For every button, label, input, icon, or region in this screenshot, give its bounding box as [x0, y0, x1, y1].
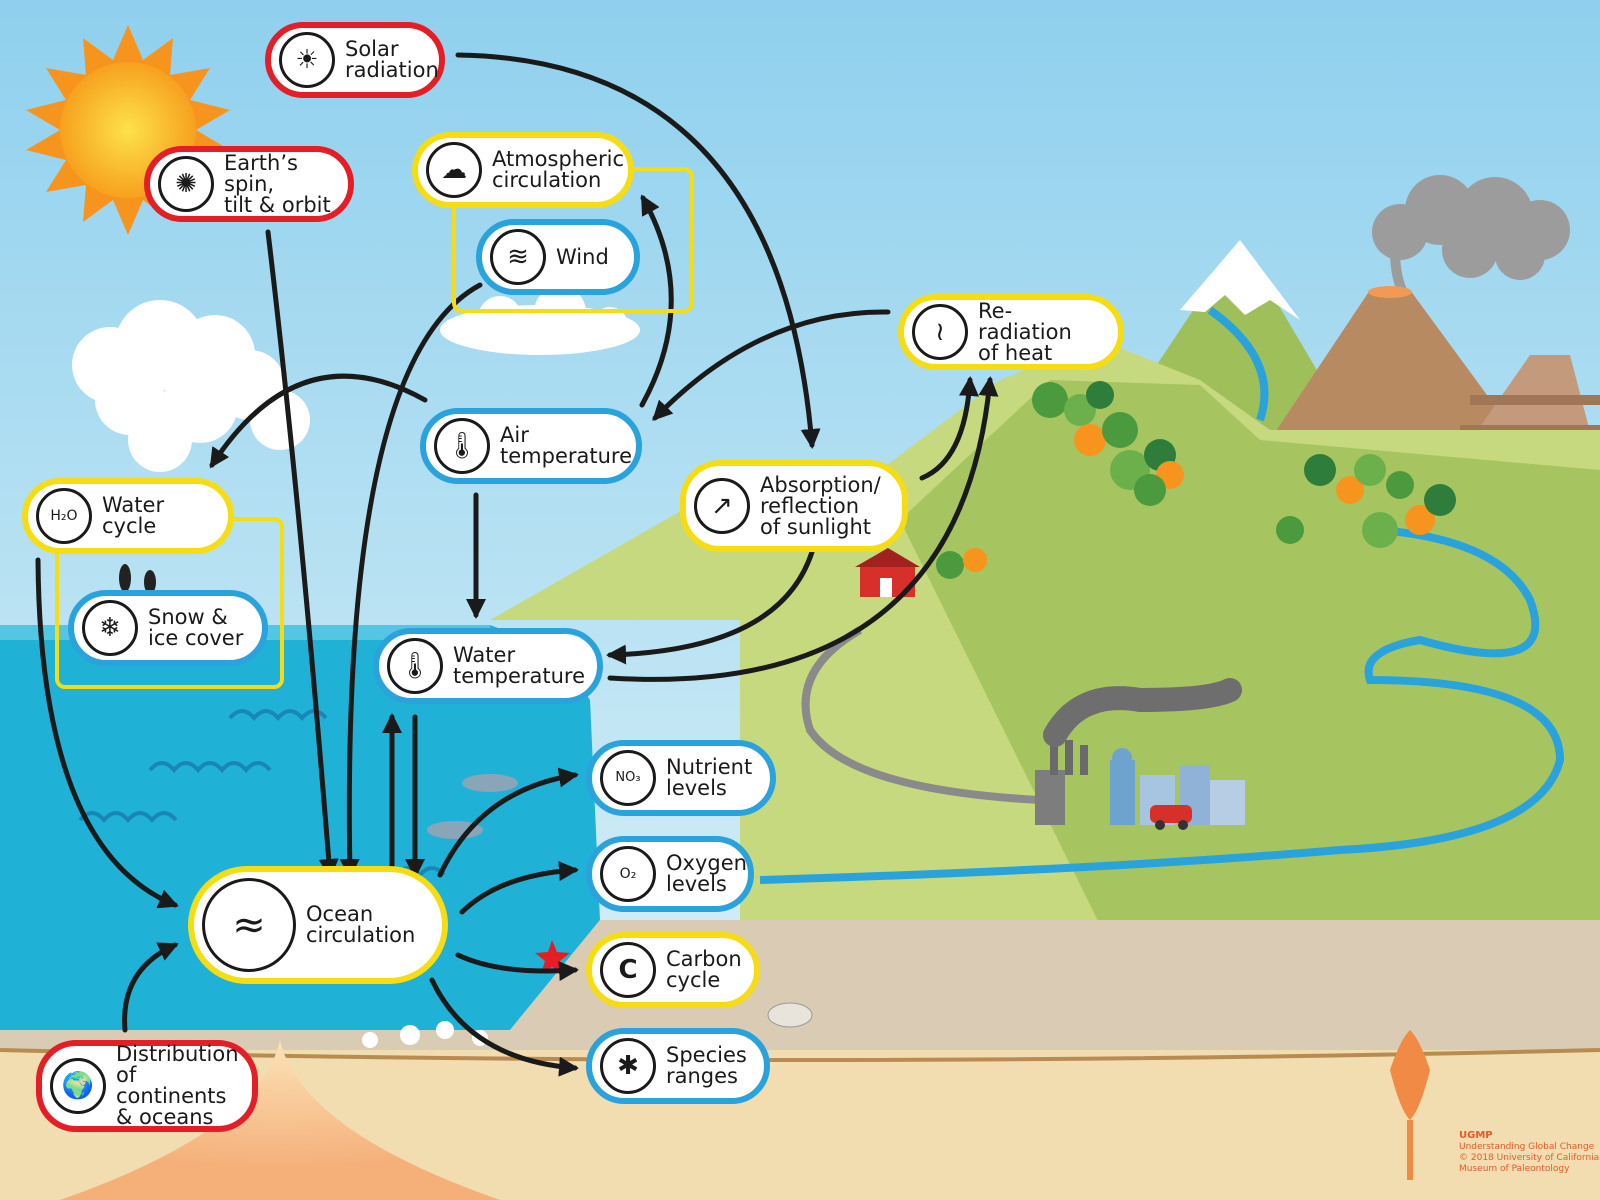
node-wind[interactable]: ≋ Wind — [476, 219, 640, 295]
arrow-ocean-to-species — [429, 977, 579, 1077]
arrows — [35, 52, 999, 1077]
arrow-air-to-watercycle — [209, 373, 428, 469]
arrow-continents-to-ocean — [122, 942, 179, 1033]
node-solar-radiation[interactable]: ☀ Solar radiation — [265, 22, 445, 98]
node-atmospheric-circulation[interactable]: ☁ Atmospheric circulation — [412, 132, 634, 208]
arrow-ocean-to-carbon — [455, 952, 579, 982]
carbon-cycle-label: Carbon cycle — [666, 947, 742, 992]
credit-line2: © 2018 University of California — [1459, 1153, 1600, 1163]
absorption-label: Absorption/ reflection of sunlight — [760, 472, 881, 539]
arrow-absorption-to-reradiation — [919, 376, 979, 481]
node-oxygen-levels[interactable]: O₂ Oxygen levels — [586, 836, 754, 912]
nutrient-levels-label: Nutrient levels — [666, 755, 753, 800]
penguin-icon: ❄ — [82, 600, 138, 656]
node-distribution-continents-oceans[interactable]: 🌍 Distribution of continents & oceans — [36, 1040, 258, 1132]
river — [759, 306, 1565, 884]
ocean — [0, 625, 600, 1030]
fossil — [767, 1002, 813, 1028]
arrow-air-to-atmos — [639, 194, 674, 408]
arrow-wind-to-ocean — [339, 282, 483, 879]
node-water-temperature[interactable]: 🌡 Water temperature — [373, 628, 603, 704]
node-species-ranges[interactable]: ✱ Species ranges — [586, 1028, 770, 1104]
nitrate-icon: NO₃ — [600, 750, 656, 806]
wind-label: Wind — [556, 244, 609, 269]
volcano — [1270, 290, 1520, 440]
arrow-earthspin-to-ocean — [265, 229, 339, 879]
solar-radiation-label: Solar radiation — [345, 37, 439, 82]
water-temperature-label: Water temperature — [453, 643, 585, 688]
ocean-circulation-label: Ocean circulation — [306, 902, 416, 947]
oxygen-levels-label: Oxygen levels — [666, 851, 747, 896]
beetle-icon: ✱ — [600, 1038, 656, 1094]
node-earth-spin-tilt-orbit[interactable]: ✺ Earth’s spin, tilt & orbit — [144, 146, 354, 222]
sun-icon: ☀ — [279, 32, 335, 88]
arrow-watercycle-to-ocean — [35, 557, 179, 909]
arrow-solar-to-absorption — [455, 52, 821, 449]
city — [1035, 678, 1245, 830]
node-nutrient-levels[interactable]: NO₃ Nutrient levels — [586, 740, 776, 816]
oxygen-icon: O₂ — [600, 846, 656, 902]
forest-trees — [936, 381, 1456, 579]
globe-icon: 🌍 — [50, 1058, 106, 1114]
credit-line1: Understanding Global Change — [1459, 1142, 1595, 1152]
arrow-ocean-to-oxygen — [459, 861, 579, 915]
heat-waves-icon: ≀ — [912, 304, 968, 360]
thermometer-icon: 🌡 — [434, 418, 490, 474]
cloud-cycle-icon: ☁ — [426, 142, 482, 198]
carbon-cycle-icon: C — [600, 942, 656, 998]
credit-org: UGMP — [1459, 1130, 1493, 1141]
orbit-icon: ✺ — [158, 156, 214, 212]
earth-spin-label: Earth’s spin, tilt & orbit — [224, 150, 331, 217]
credit: UGMP Understanding Global Change © 2018 … — [1459, 1130, 1599, 1175]
node-reradiation-of-heat[interactable]: ≀ Re-radiation of heat — [898, 294, 1124, 370]
node-ocean-circulation[interactable]: ≈ Ocean circulation — [188, 866, 448, 984]
arrow-ocean-to-nutrient — [437, 767, 579, 878]
species-ranges-label: Species ranges — [666, 1043, 747, 1088]
mantle-plume — [60, 1040, 500, 1200]
credit-line3: Museum of Paleontology — [1459, 1164, 1570, 1174]
arrow-absorption-to-water — [606, 549, 815, 665]
node-air-temperature[interactable]: 🌡 Air temperature — [420, 408, 642, 484]
plume-right — [1390, 1030, 1430, 1120]
water-cycle-label: Water cycle — [102, 493, 165, 538]
arrow-water-to-reradiation — [607, 376, 999, 682]
reflection-icon: ↗ — [694, 478, 750, 534]
reradiation-label: Re-radiation of heat — [978, 298, 1072, 365]
road — [801, 626, 1041, 804]
ocean-cycle-icon: ≈ — [202, 878, 296, 972]
snow-ice-label: Snow & ice cover — [148, 605, 244, 650]
distribution-label: Distribution of continents & oceans — [116, 1042, 239, 1129]
node-carbon-cycle[interactable]: C Carbon cycle — [586, 932, 760, 1008]
h2o-cycle-icon: H₂O — [36, 488, 92, 544]
dolphins — [427, 774, 518, 839]
thermometer-icon: 🌡 — [387, 638, 443, 694]
atmospheric-circulation-label: Atmospheric circulation — [492, 147, 625, 192]
node-water-cycle[interactable]: H₂O Water cycle — [22, 478, 234, 554]
wind-icon: ≋ — [490, 229, 546, 285]
node-absorption-reflection[interactable]: ↗ Absorption/ reflection of sunlight — [680, 460, 908, 552]
volcano-smoke — [1372, 175, 1570, 293]
node-snow-ice-cover[interactable]: ❄ Snow & ice cover — [68, 590, 268, 666]
arrow-reradiation-to-air — [652, 309, 891, 421]
penguins — [119, 564, 156, 594]
air-temperature-label: Air temperature — [500, 423, 632, 468]
